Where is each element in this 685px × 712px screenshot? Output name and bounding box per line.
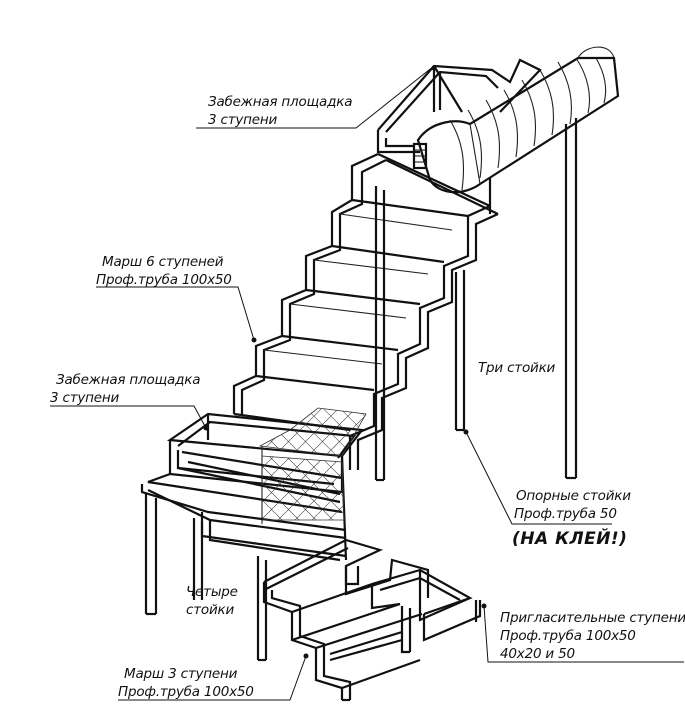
label-mid-landing-line1: Забежная площадка (56, 372, 200, 388)
label-four-posts-line2: стойки (186, 602, 234, 618)
four-posts (144, 494, 268, 662)
label-three-posts: Три стойки (478, 360, 556, 376)
label-top-landing-line2: 3 ступени (208, 112, 278, 128)
label-support-posts-glue: (НА КЛЕЙ!) (512, 527, 627, 549)
three-posts (374, 186, 466, 482)
label-support-posts-line1: Опорные стойки (516, 488, 631, 504)
support-posts (488, 118, 578, 480)
wall-anchor-block (412, 142, 428, 170)
march-three-steps (262, 538, 430, 702)
label-invite-steps-line3: 40х20 и 50 (500, 646, 575, 662)
label-support-posts-line2: Проф.труба 50 (514, 506, 617, 522)
upper-floor-slab (412, 46, 620, 194)
label-march6-line2: Проф.труба 100х50 (96, 272, 232, 288)
label-invite-steps-line1: Пригласительные ступени (500, 610, 685, 626)
leader-lines (50, 65, 684, 701)
label-mid-landing-line2: 3 ступени (50, 390, 120, 406)
label-top-landing-line1: Забежная площадка (208, 94, 352, 110)
invitation-steps (329, 568, 482, 662)
mid-winder-landing (140, 407, 367, 562)
label-march3-line1: Марш 3 ступени (124, 666, 238, 682)
label-invite-steps-line2: Проф.труба 100х50 (500, 628, 636, 644)
march-six-steps (232, 153, 499, 470)
label-march3-line2: Проф.труба 100х50 (118, 684, 254, 700)
label-march6-line1: Марш 6 ступеней (102, 254, 224, 270)
label-four-posts-line1: Четыре (186, 584, 238, 600)
